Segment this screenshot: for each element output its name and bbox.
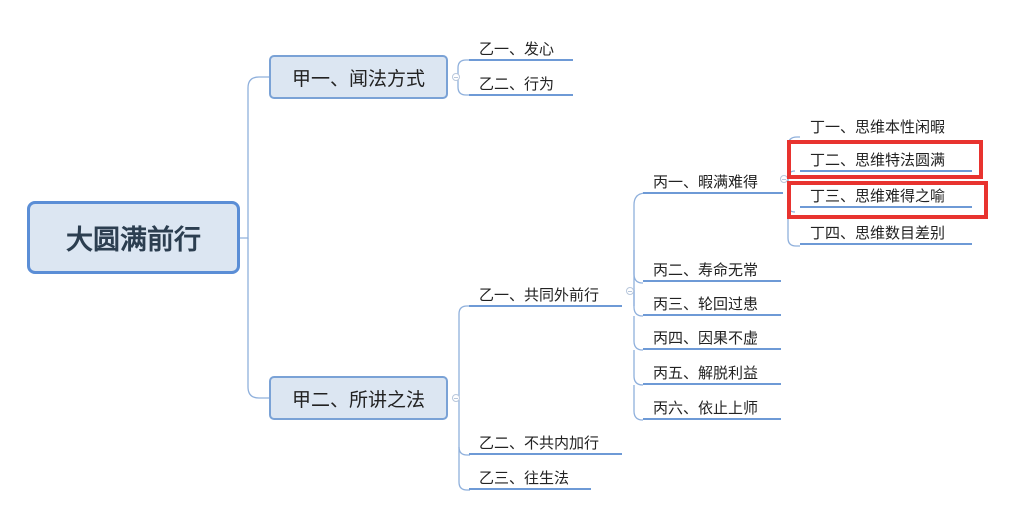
topic-yi3-label: 乙三、往生法 (479, 469, 570, 487)
topic-ding1-label: 丁一、思维本性闲暇 (810, 118, 946, 136)
connector-root-jia2 (247, 238, 269, 399)
connector-yi1-bing3 (633, 290, 644, 317)
topic-jia2-label: 甲二、所讲之法 (291, 388, 425, 411)
collapse-toggle-bing1[interactable] (780, 175, 788, 183)
connector-jia1-yi2 (457, 77, 469, 96)
collapse-toggle-jia2[interactable] (452, 394, 460, 402)
topic-bing1-label: 丙一、暇满难得 (653, 173, 759, 191)
topic-jia1-label: 甲一、闻法方式 (291, 67, 425, 90)
topic-yi-xing-wei-label: 乙二、行为 (479, 75, 555, 93)
topic-bing4-label: 丙四、因果不虚 (653, 329, 759, 347)
root-node[interactable]: 大圆满前行 (27, 201, 240, 274)
topic-ding4-label: 丁四、思维数目差别 (810, 224, 946, 242)
connector-yi1-bing2 (633, 250, 644, 284)
topic-bing3-label: 丙三、轮回过患 (653, 295, 759, 313)
topic-yi-fa-xin-label: 乙一、发心 (479, 40, 555, 58)
connector-jia2-yi1 (458, 305, 470, 398)
connector-yi1-bing6 (633, 385, 644, 421)
topic-ding4[interactable]: 丁四、思维数目差别 (800, 223, 972, 245)
topic-yi-xing-wei[interactable]: 乙二、行为 (469, 74, 573, 96)
collapse-toggle-yi1[interactable] (626, 287, 634, 295)
topic-ding1[interactable]: 丁一、思维本性闲暇 (800, 117, 972, 139)
topic-bing2-label: 丙二、寿命无常 (653, 261, 759, 279)
topic-bing4[interactable]: 丙四、因果不虚 (643, 328, 781, 350)
connector-jia1-yi1 (457, 59, 469, 77)
topic-yi-fa-xin[interactable]: 乙一、发心 (469, 39, 573, 61)
topic-ding2-label: 丁二、思维特法圆满 (810, 151, 946, 169)
topic-jia1[interactable]: 甲一、闻法方式 (269, 55, 448, 99)
topic-yi3-phowa[interactable]: 乙三、往生法 (469, 468, 591, 490)
highlight-box-ding2 (787, 140, 983, 179)
connector-yi1-bing1 (633, 192, 647, 306)
topic-yi1-label: 乙一、共同外前行 (479, 286, 600, 304)
topic-bing2[interactable]: 丙二、寿命无常 (643, 260, 781, 282)
topic-ding3[interactable]: 丁三、思维难得之喻 (800, 186, 972, 208)
connector-bing1-ding4 (787, 205, 800, 247)
topic-bing1[interactable]: 丙一、暇满难得 (643, 172, 783, 194)
topic-yi2-label: 乙二、不共内加行 (479, 434, 600, 452)
connector-root-jia1 (240, 76, 269, 239)
topic-bing3[interactable]: 丙三、轮回过患 (643, 294, 781, 316)
topic-bing6-label: 丙六、依止上师 (653, 399, 759, 417)
topic-bing6[interactable]: 丙六、依止上师 (643, 398, 781, 420)
root-label: 大圆满前行 (66, 225, 201, 256)
topic-bing5[interactable]: 丙五、解脱利益 (643, 363, 781, 385)
connector-jia2-yi3 (458, 447, 470, 491)
topic-yi2-uncommon-preliminaries[interactable]: 乙二、不共内加行 (469, 433, 622, 455)
topic-bing5-label: 丙五、解脱利益 (653, 364, 759, 382)
collapse-toggle-jia1[interactable] (452, 73, 460, 81)
topic-ding3-label: 丁三、思维难得之喻 (810, 187, 946, 205)
connector-yi1-bing5 (633, 350, 644, 386)
connector-yi1-bing4 (633, 316, 644, 351)
highlight-box-ding3 (787, 181, 988, 219)
topic-jia2[interactable]: 甲二、所讲之法 (269, 376, 448, 420)
topic-yi1-common-preliminaries[interactable]: 乙一、共同外前行 (469, 285, 622, 307)
topic-ding2[interactable]: 丁二、思维特法圆满 (800, 150, 972, 172)
